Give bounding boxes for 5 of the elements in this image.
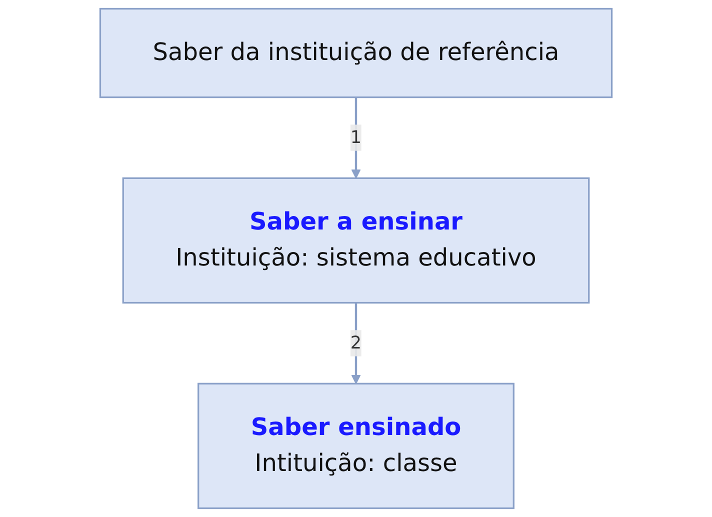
edge-label: 2 [350, 332, 362, 354]
node-box: Saber ensinado Intituição: classe [198, 382, 514, 510]
edge-label: 1 [350, 126, 362, 148]
node-box: Saber da instituição de referência [99, 8, 613, 98]
node-box: Saber a ensinar Instituição: sistema educativo [122, 177, 590, 304]
